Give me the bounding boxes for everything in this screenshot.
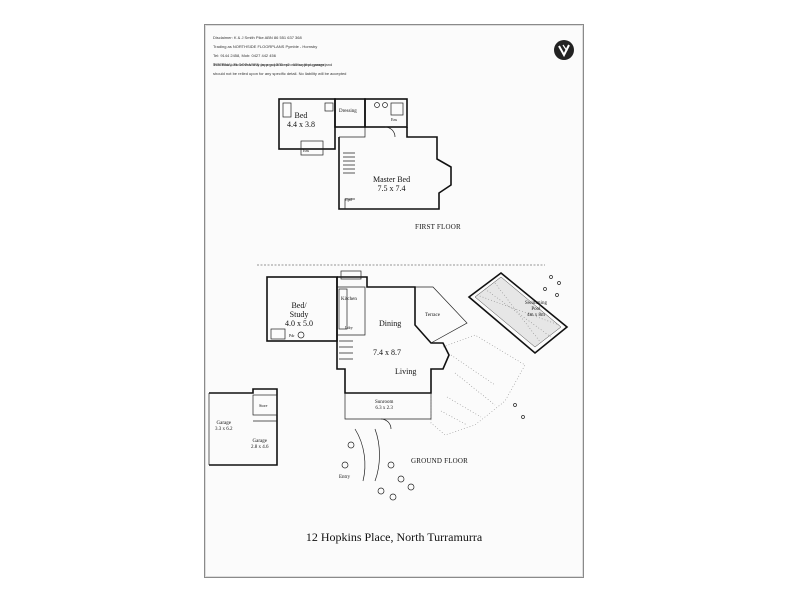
- room-size: 2.8 x 4.6: [251, 445, 269, 450]
- lawn-hatch: [440, 354, 496, 426]
- kitchen-label: Kitchen: [341, 297, 357, 302]
- cupboard-label: Cpd: [345, 197, 352, 202]
- room-size: 4.4 x 3.8: [287, 120, 315, 129]
- room-size: 3.3 x 6.2: [215, 427, 233, 432]
- lawn-area: [430, 334, 526, 436]
- room-size: 4m x 8m: [527, 313, 545, 318]
- logo-icon: [554, 40, 574, 60]
- first-floor-title: FIRST FLOOR: [415, 223, 461, 231]
- ground-floor-title: GROUND FLOOR: [411, 457, 469, 465]
- garage-2-label: Garage 2.8 x 4.6: [251, 439, 269, 451]
- ensuite-label: Ens: [391, 117, 397, 122]
- living-size-label: 7.4 x 8.7: [373, 348, 401, 357]
- floorplan-sheet: Disclaimer: K & J Smith Pike ABN 86 551 …: [204, 24, 584, 578]
- first-bed-label: Bed 4.4 x 3.8: [287, 111, 315, 129]
- floorplan-drawing: [208, 98, 569, 501]
- room-size: 6.3 x 2.3: [375, 406, 393, 411]
- ensuite-label-left: Ens: [303, 148, 309, 153]
- disclaimer-line: Disclaimer: K & J Smith Pike ABN 86 551 …: [213, 34, 302, 40]
- dressing-label: Dressing: [339, 109, 357, 114]
- garden-shrubs: [341, 275, 561, 501]
- room-size: 4.0 x 5.0: [285, 319, 313, 328]
- room-name: Bed/: [291, 301, 307, 310]
- room-name-2: Study: [289, 310, 309, 319]
- swimming-pool: [467, 271, 569, 355]
- powder-room-label: Pdr: [289, 333, 295, 338]
- room-name: Garage: [252, 439, 267, 444]
- room-name: Sunroom: [375, 400, 394, 405]
- room-name: Garage: [216, 421, 231, 426]
- dining-label: Dining: [379, 319, 402, 328]
- master-bed-label: Master Bed 7.5 x 7.4: [373, 175, 410, 193]
- property-address: 12 Hopkins Place, North Turramurra: [305, 530, 483, 544]
- disclaimer-line: Trading as NORTHSIDE FLOORPLANS Pymble -…: [213, 43, 318, 49]
- ground-floor-walls: [266, 270, 468, 430]
- room-name: Bed: [294, 111, 308, 120]
- bed-study-label: Bed/ Study 4.0 x 5.0: [285, 301, 313, 328]
- garage-1-label: Garage 3.3 x 6.2: [215, 421, 233, 433]
- disclaimer-line: should not be relied upon for any specif…: [213, 71, 347, 77]
- entry-path: [354, 428, 366, 482]
- disclaimer-line: This floor plan serves only as a guide f…: [213, 62, 333, 68]
- room-size: 7.5 x 7.4: [377, 184, 406, 193]
- room-name: Swimming: [525, 301, 547, 306]
- store-label: Store: [259, 403, 268, 408]
- entry-path-edge: [374, 428, 380, 482]
- terrace-label: Terrace: [425, 313, 440, 318]
- pool-label: Swimming Pool 4m x 8m: [525, 301, 547, 319]
- living-label: Living: [395, 367, 417, 376]
- floor-area-note: INTERNAL FLOOR AREA (approx) 330 m2 : 15…: [213, 62, 327, 67]
- room-name-2: Pool: [531, 307, 541, 312]
- disclaimer-line: Tel: 9144 2458, Mob: 0427 442 456: [213, 52, 276, 58]
- laundry-label: Ldry: [345, 325, 353, 330]
- first-floor-walls: [278, 98, 452, 210]
- sunroom-label: Sunroom 6.3 x 2.3: [375, 400, 393, 412]
- room-name: Master Bed: [373, 175, 411, 184]
- disclaimer-text: Disclaimer: K & J Smith Pike ABN 86 551 …: [213, 31, 423, 82]
- entry-label: Entry: [339, 475, 351, 480]
- garage-walls: [208, 388, 278, 466]
